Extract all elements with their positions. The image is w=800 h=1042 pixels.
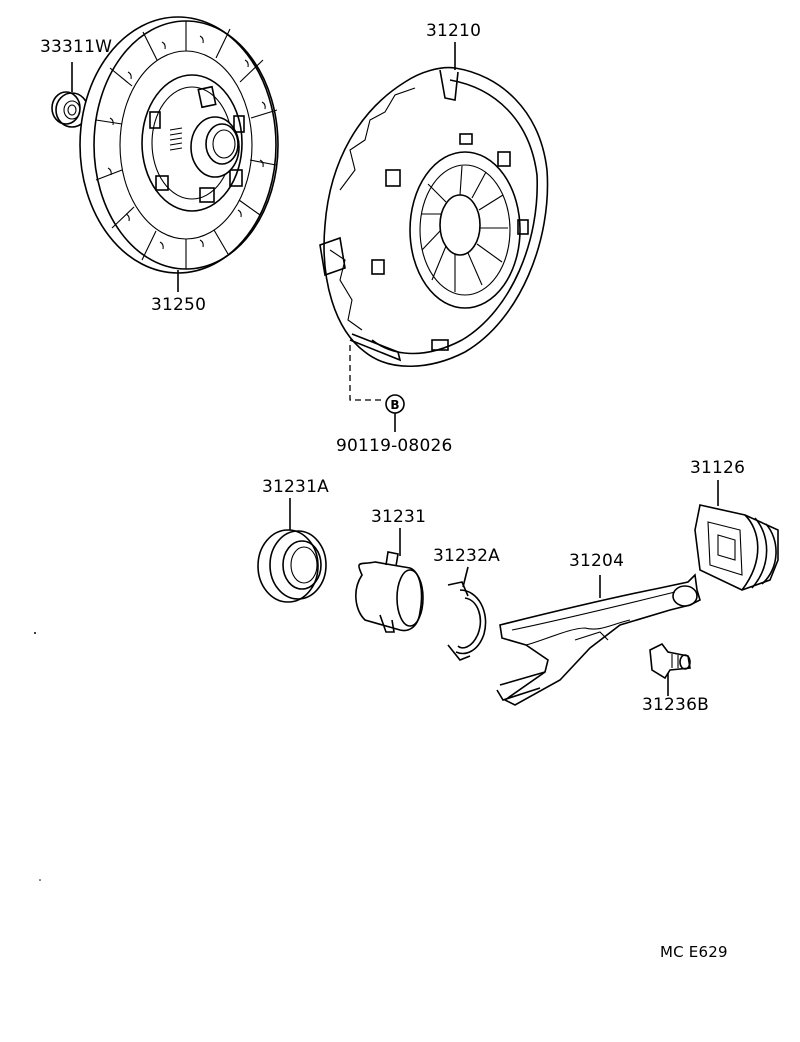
clip-31232A[interactable]	[447, 581, 487, 661]
leader-31232A	[462, 566, 469, 588]
bolt-symbol-letter: B	[390, 398, 399, 412]
label-31204: 31204	[569, 551, 625, 571]
label-31231: 31231	[371, 507, 427, 527]
label-90119-08026: 90119-08026	[336, 436, 453, 456]
diagram-code: MC E629	[660, 943, 728, 961]
release-fork-31204[interactable]	[496, 573, 701, 706]
scan-dot	[34, 632, 36, 634]
label-31231A: 31231A	[262, 477, 329, 497]
clutch-disc-31250[interactable]	[79, 16, 279, 274]
label-31126: 31126	[690, 458, 746, 478]
label-31210: 31210	[426, 21, 482, 41]
scan-dot	[39, 879, 41, 881]
dust-boot-31126[interactable]	[694, 504, 779, 591]
leader-bolt-dashed	[349, 345, 385, 401]
label-33311W: 33311W	[40, 37, 113, 57]
label-31250: 31250	[151, 295, 207, 315]
release-bearing-31231A[interactable]	[257, 529, 327, 603]
pivot-stud-31236B[interactable]	[649, 642, 691, 680]
clutch-cover-31210[interactable]	[319, 66, 549, 367]
release-hub-31231[interactable]	[355, 551, 424, 633]
label-31232A: 31232A	[433, 546, 500, 566]
label-31236B: 31236B	[642, 695, 709, 715]
